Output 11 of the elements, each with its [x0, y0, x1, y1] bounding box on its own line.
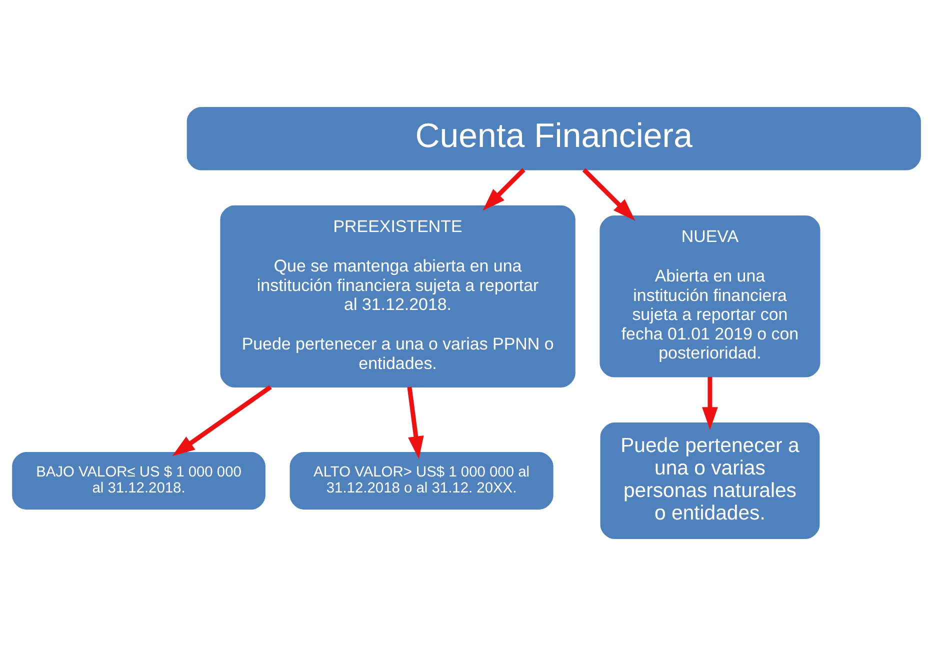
arrow	[582, 168, 636, 220]
arrow	[407, 386, 424, 458]
arrow	[482, 168, 526, 210]
node-box: NUEVA Abierta en una institución financiera sujeta a reportar con fecha 01.01 2019 o con posterioridad.	[600, 215, 820, 377]
node-box: PREEXISTENTE Que se mantenga abierta en una institución financiera sujeta a reportar al 31.12.2018. Puede pertenecer a una o varias PPNN o entidades.	[220, 204, 576, 387]
node-box: ALTO VALOR> US$ 1 000 000 al 31.12.2018 o al 31.12. 20XX.	[290, 451, 554, 510]
arrow	[702, 376, 718, 430]
node-box: Puede pertenecer a una o varias personas naturales o entidades.	[600, 422, 820, 539]
arrow	[172, 384, 272, 456]
node-box: Cuenta Financiera	[186, 106, 921, 170]
node-box: BAJO VALOR≤ US $ 1 000 000 al 31.12.2018.	[12, 451, 266, 510]
